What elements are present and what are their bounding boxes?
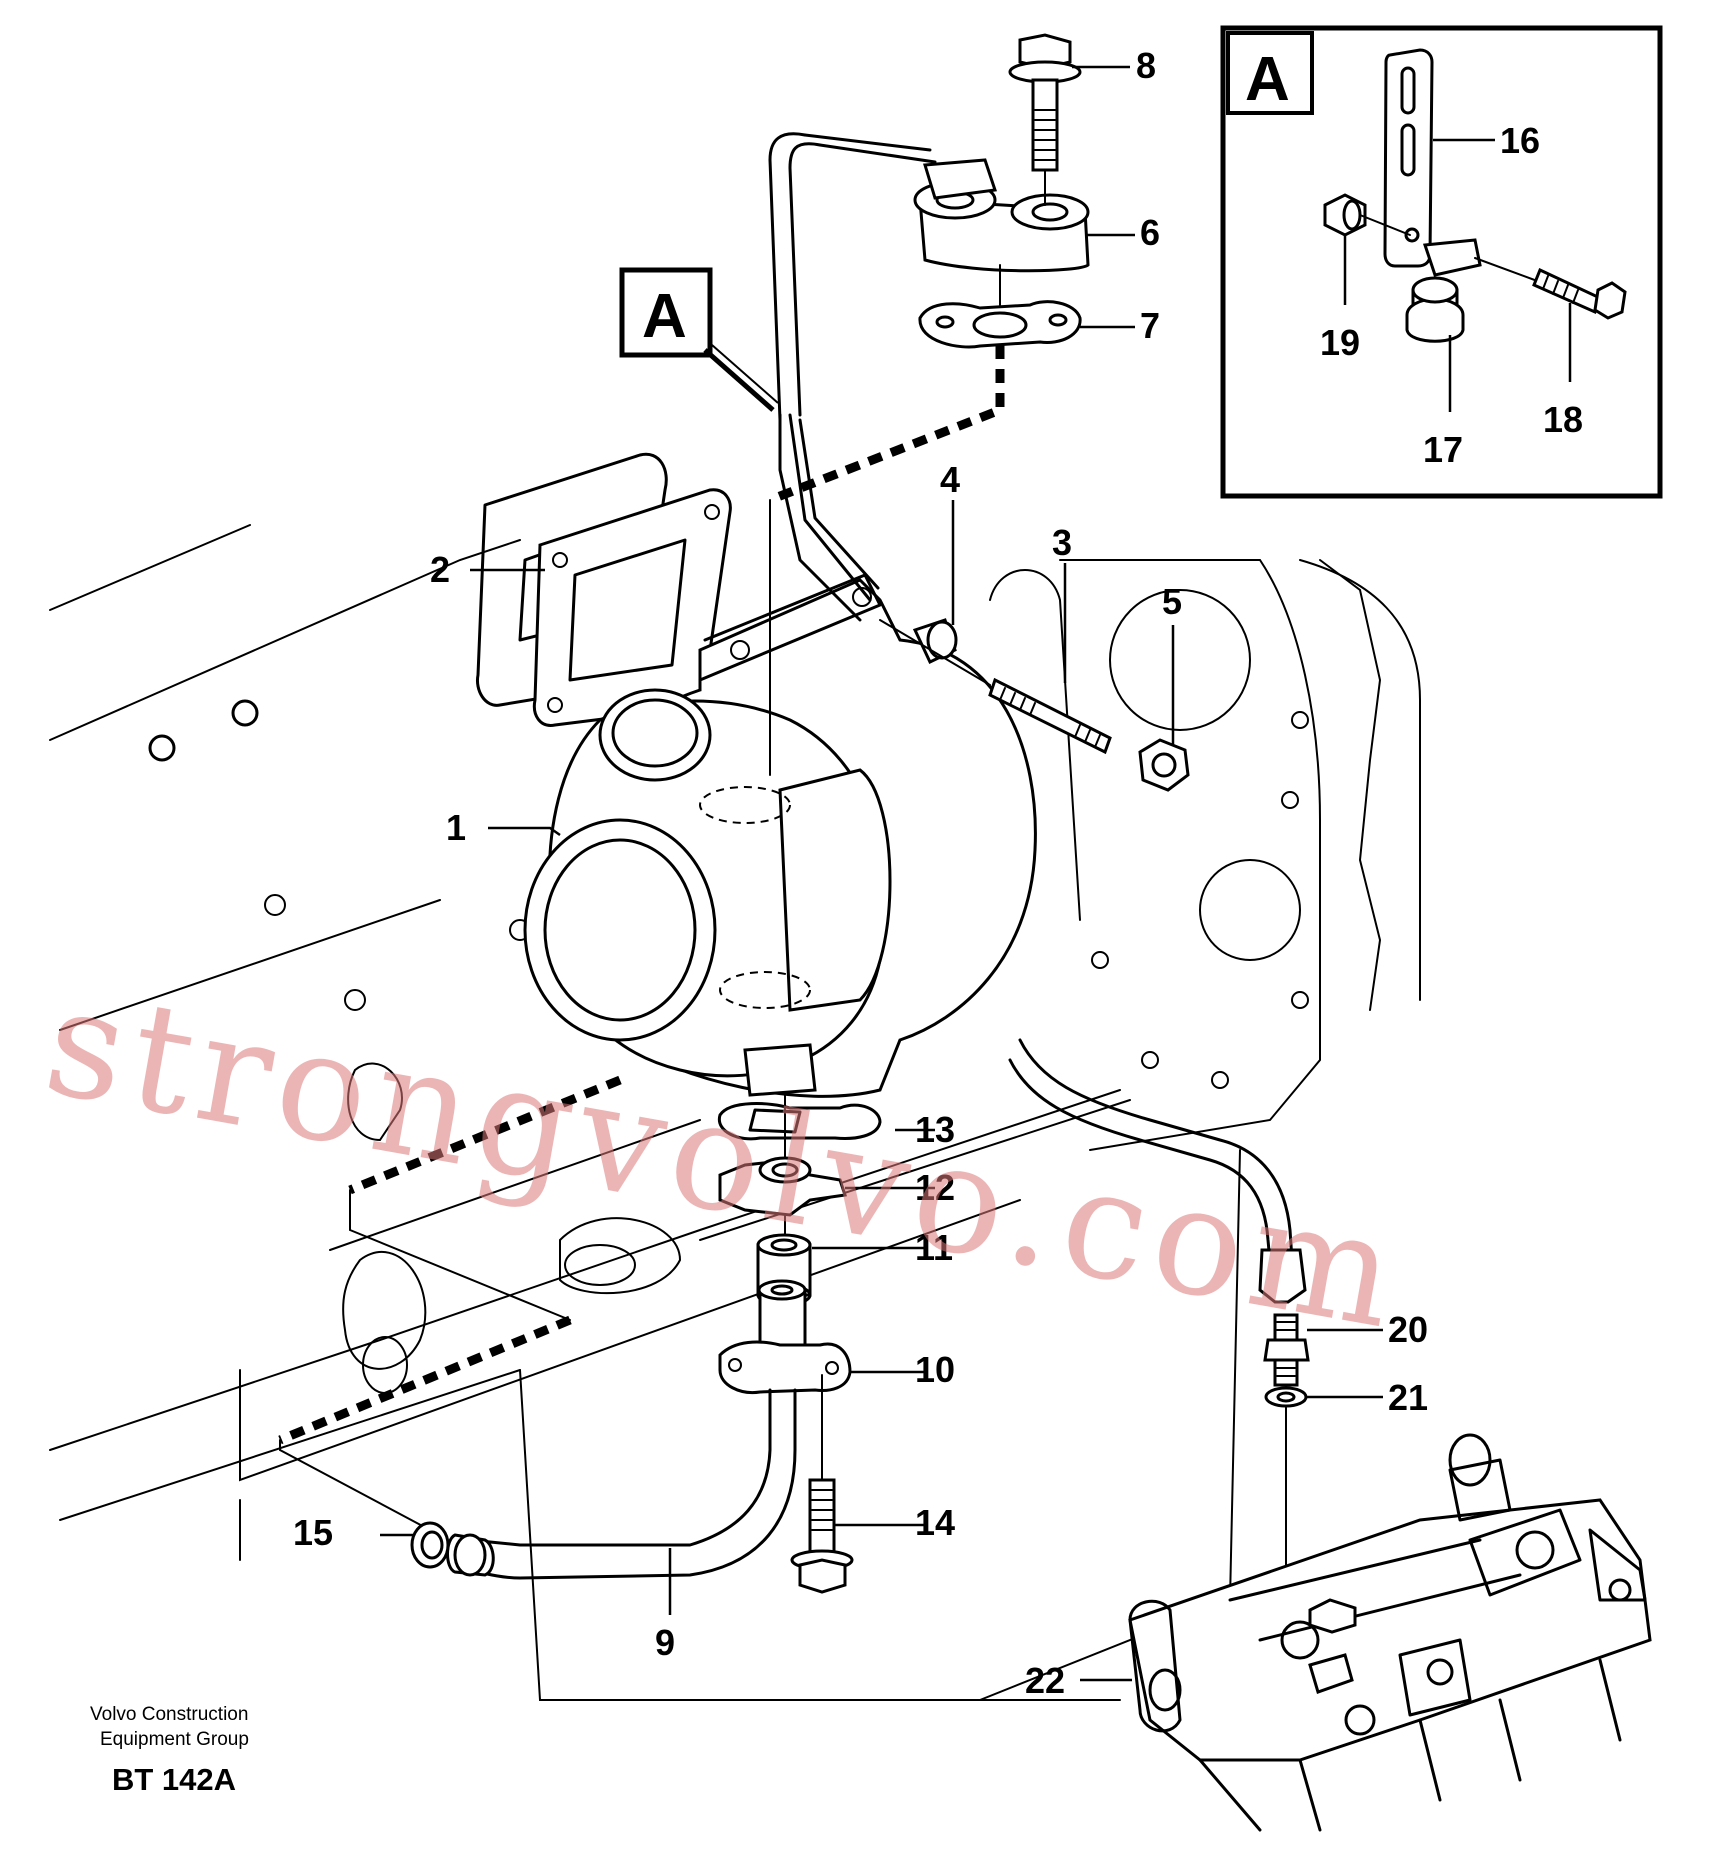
oil-filter-housing [1128, 1433, 1652, 1832]
detail-a-inset: A [1220, 25, 1663, 499]
callout-1: 1 [446, 807, 466, 848]
diagram-code: BT 142A [112, 1762, 236, 1797]
nut-5 [1138, 738, 1190, 792]
detail-a-marker-label: A [642, 282, 687, 351]
callout-15: 15 [293, 1512, 333, 1553]
callout-11: 11 [915, 1227, 953, 1268]
oil-return-pipe [446, 1279, 852, 1580]
leader-lines [380, 65, 1572, 1682]
callout-8: 8 [1136, 45, 1156, 86]
spacer-4 [912, 618, 958, 665]
callout-5: 5 [1162, 581, 1182, 622]
washer-21 [1264, 1386, 1308, 1408]
bolt-8 [1008, 33, 1082, 172]
bolt-18 [1532, 267, 1627, 320]
o-ring-15 [410, 1521, 450, 1569]
callout-3: 3 [1052, 522, 1072, 563]
gasket-7 [918, 300, 1082, 349]
callout-9: 9 [655, 1622, 675, 1663]
oil-pipe-right [1008, 1038, 1307, 1304]
callout-22: 22 [1025, 1660, 1065, 1701]
flange-12 [718, 1156, 847, 1217]
callout-20: 20 [1388, 1309, 1428, 1350]
detail-a-marker: A [619, 267, 779, 412]
engine-block-outline [49, 524, 1421, 1701]
footer: Volvo Construction Equipment Group BT 14… [90, 1704, 249, 1797]
turbocharger [523, 573, 1037, 1098]
callout-21: 21 [1388, 1377, 1428, 1418]
detail-a-inset-label: A [1245, 45, 1290, 114]
bracket-16 [1383, 48, 1434, 268]
clamp-17 [1405, 238, 1482, 343]
oil-supply-pipe [768, 132, 937, 622]
callout-2: 2 [430, 549, 450, 590]
bolt-14 [790, 1374, 854, 1594]
callout-16: 16 [1500, 120, 1540, 161]
callout-17: 17 [1423, 429, 1463, 470]
callout-6: 6 [1140, 212, 1160, 253]
adapter-20 [1263, 1313, 1310, 1387]
callout-4: 4 [940, 459, 960, 500]
callout-10: 10 [915, 1349, 955, 1390]
callout-7: 7 [1140, 305, 1160, 346]
callout-numbers: 2 1 3 4 5 6 7 8 9 10 11 12 13 14 15 16 1… [293, 45, 1583, 1701]
footer-company-line2: Equipment Group [100, 1729, 249, 1750]
nut-19 [1323, 193, 1367, 237]
callout-14: 14 [915, 1502, 955, 1543]
dashed-indicators [278, 345, 1005, 1445]
callout-13: 13 [915, 1109, 955, 1150]
callout-18: 18 [1543, 399, 1583, 440]
stud-3 [988, 677, 1112, 755]
block-bolt-left [148, 699, 259, 762]
gasket-13 [717, 1102, 882, 1141]
callout-19: 19 [1320, 322, 1360, 363]
callout-12: 12 [915, 1167, 955, 1208]
footer-company-line1: Volvo Construction [90, 1704, 248, 1725]
banjo-fitting [913, 158, 1090, 273]
